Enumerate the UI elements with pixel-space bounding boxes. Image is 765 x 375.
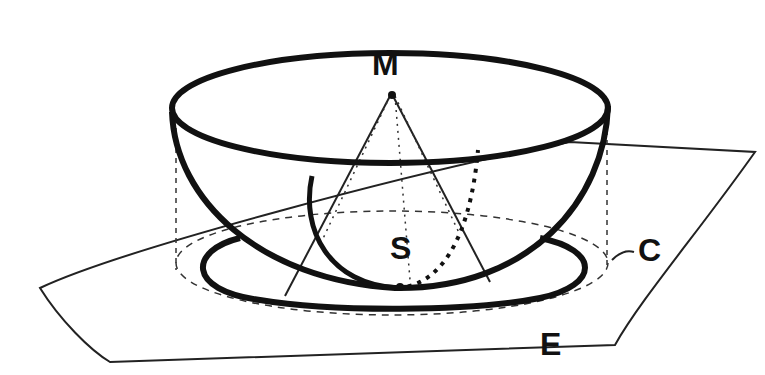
center-label: M xyxy=(372,48,399,80)
circle-label: C xyxy=(638,234,661,266)
point-label: S xyxy=(390,232,411,264)
plane-label: E xyxy=(540,328,561,360)
